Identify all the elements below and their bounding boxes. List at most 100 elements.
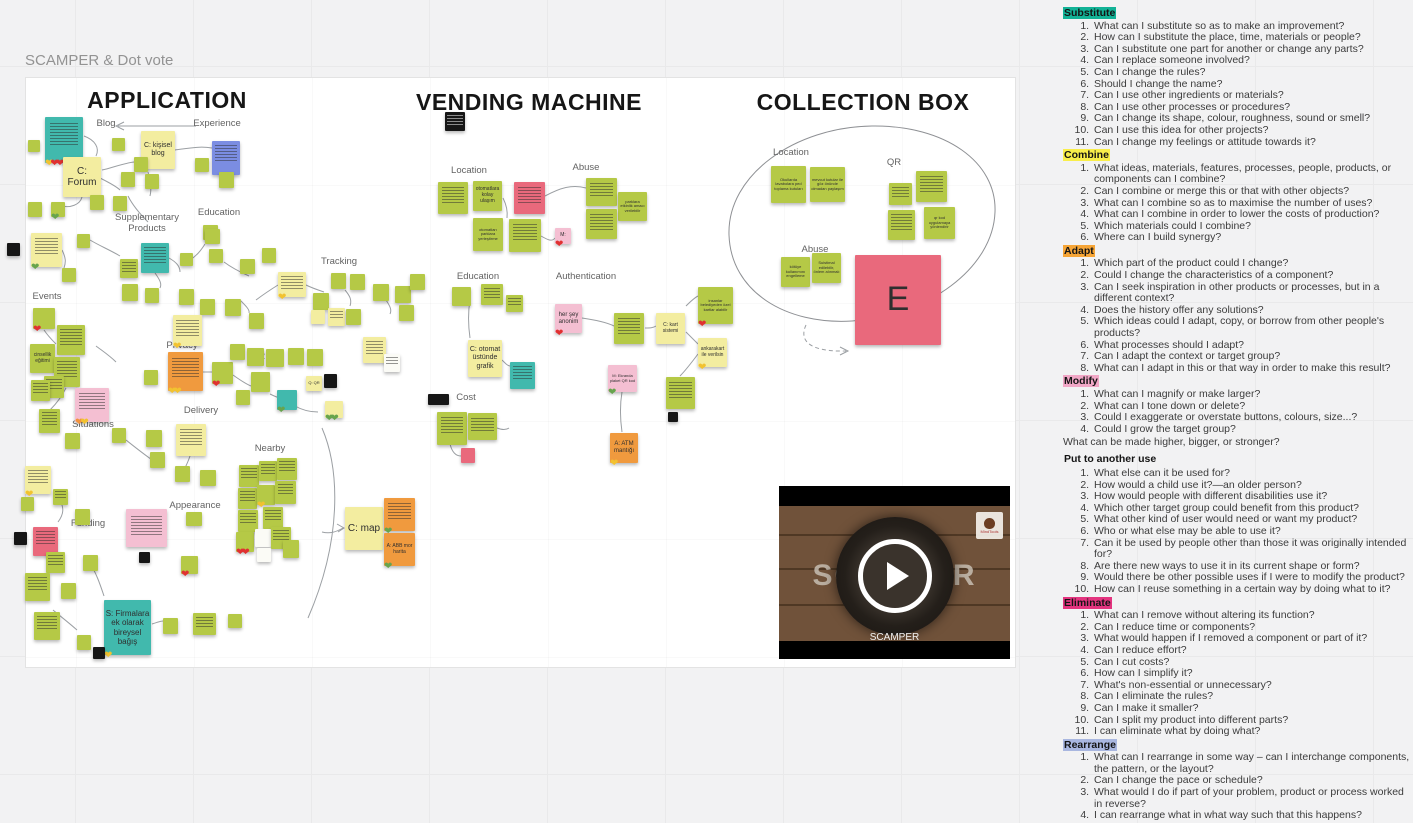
sticky-note[interactable] (113, 196, 127, 211)
cluster-label[interactable]: Experience (193, 118, 241, 129)
sticky-note[interactable] (46, 552, 65, 573)
sticky-note[interactable] (93, 647, 105, 659)
sticky-note[interactable]: C: kart sistemi (656, 313, 685, 344)
sticky-note[interactable] (247, 348, 264, 366)
sticky-note[interactable]: ❤ (25, 466, 51, 500)
sticky-note[interactable]: C: map (345, 507, 383, 550)
sticky-note[interactable] (200, 299, 215, 315)
sticky-note[interactable] (313, 293, 329, 310)
sticky-note[interactable] (75, 509, 90, 525)
sticky-note[interactable]: otomatlara kolay ulaşım (473, 181, 502, 211)
sticky-note[interactable] (126, 509, 167, 547)
sticky-note[interactable]: S: Firmalara ek olarak bireysel bağış❤ (104, 600, 151, 661)
sticky-note[interactable] (219, 172, 234, 188)
sticky-note[interactable]: M:❤ (555, 228, 571, 250)
sticky-note[interactable] (61, 583, 76, 599)
cluster-label[interactable]: Situations (72, 419, 114, 430)
sticky-note[interactable] (437, 412, 467, 445)
sticky-note[interactable]: ❤ (33, 308, 55, 335)
sticky-note[interactable]: ❤❤ (75, 388, 109, 428)
sticky-note[interactable] (175, 466, 190, 482)
sticky-note[interactable] (410, 274, 425, 290)
sticky-note[interactable]: ❤ (31, 233, 62, 273)
sticky-note[interactable]: ❤ (173, 315, 202, 352)
sticky-note[interactable]: ❤ (51, 202, 65, 223)
sticky-note[interactable] (668, 412, 678, 422)
cluster-label[interactable]: Location (773, 147, 809, 158)
sticky-note[interactable]: Okullarda lavabolara ped toplama kutular… (771, 166, 806, 203)
sticky-note[interactable] (186, 512, 202, 526)
sticky-note[interactable] (509, 219, 541, 252)
sticky-note[interactable]: parklara etkinlik amacı verilebilir (618, 192, 647, 221)
sticky-note[interactable] (395, 286, 411, 303)
sticky-note[interactable] (112, 428, 126, 443)
sticky-note[interactable] (122, 284, 138, 301)
sticky-note[interactable] (506, 295, 523, 312)
sticky-note[interactable] (438, 182, 468, 214)
sticky-note[interactable] (510, 362, 535, 389)
sticky-note[interactable]: ❤❤❤ (45, 117, 83, 169)
sticky-note[interactable] (514, 182, 545, 214)
sticky-note[interactable]: insanlar belediyeden özel kartlar alabil… (698, 287, 733, 330)
sticky-note[interactable] (33, 527, 58, 556)
sticky-note[interactable] (384, 354, 400, 372)
sticky-note[interactable] (28, 202, 42, 217)
sticky-note[interactable] (307, 349, 323, 366)
sticky-note[interactable] (83, 555, 98, 571)
sticky-note[interactable] (266, 349, 284, 367)
cluster-label[interactable]: Abuse (801, 244, 829, 255)
sticky-note[interactable]: E (855, 255, 941, 345)
sticky-note[interactable] (428, 394, 449, 405)
sticky-note[interactable] (251, 372, 270, 392)
sticky-note[interactable] (888, 210, 915, 240)
sticky-note[interactable]: ❤❤ (325, 401, 343, 424)
frame-section-title[interactable]: COLLECTION BOX (756, 89, 970, 115)
sticky-note[interactable]: C: otomat üstünde grafik (468, 340, 502, 377)
sticky-note[interactable]: Suistimal edilebilir, önlem alınmalı (812, 253, 841, 283)
cluster-label[interactable]: Education (197, 207, 241, 218)
sticky-note[interactable] (193, 613, 216, 635)
frame-section-title[interactable]: APPLICATION (87, 87, 247, 113)
sticky-note[interactable] (373, 284, 389, 301)
sticky-note[interactable] (205, 229, 220, 244)
sticky-note[interactable] (34, 612, 60, 640)
video-player[interactable]: SCAMPER MindTools SCAMPER YouTube (779, 486, 1010, 659)
sticky-note[interactable] (121, 172, 135, 187)
sticky-note[interactable] (916, 171, 947, 202)
sticky-note[interactable] (195, 158, 209, 172)
sticky-note[interactable] (263, 507, 283, 529)
sticky-note[interactable] (277, 458, 297, 480)
sticky-note[interactable] (134, 157, 148, 172)
sticky-note[interactable] (324, 374, 337, 388)
cluster-label[interactable]: Nearby (254, 443, 286, 454)
sticky-note[interactable] (141, 243, 169, 273)
sticky-note[interactable]: her şey anonim❤ (555, 304, 582, 339)
cluster-label[interactable]: Cost (456, 392, 476, 403)
sticky-note[interactable] (259, 461, 277, 481)
sticky-note[interactable] (145, 288, 159, 303)
sticky-note[interactable] (145, 174, 159, 189)
sticky-note[interactable] (262, 248, 276, 263)
cluster-label[interactable]: Blog (96, 118, 116, 129)
sticky-note[interactable]: Q: QR (306, 376, 322, 391)
cluster-label[interactable]: Tracking (320, 256, 358, 267)
sticky-note[interactable]: ❤❤ (236, 532, 254, 558)
sticky-note[interactable] (288, 348, 304, 365)
play-button[interactable] (857, 539, 932, 613)
sticky-note[interactable] (275, 481, 296, 504)
sticky-note[interactable] (481, 284, 503, 305)
sticky-note[interactable] (399, 305, 414, 321)
sticky-note[interactable] (14, 532, 27, 545)
sticky-note[interactable]: ❤ (257, 485, 275, 511)
sticky-note[interactable] (144, 370, 158, 385)
sticky-note[interactable] (90, 195, 104, 210)
sticky-note[interactable]: kötüye kullanımını engelleme (781, 257, 810, 287)
sticky-note[interactable] (331, 273, 346, 289)
sticky-note[interactable] (230, 344, 245, 360)
sticky-note[interactable] (225, 299, 241, 316)
sticky-note[interactable] (139, 552, 150, 563)
sticky-note[interactable] (176, 424, 206, 456)
cluster-label[interactable]: Authentication (555, 271, 617, 282)
sticky-note[interactable] (209, 249, 223, 263)
sticky-note[interactable]: ❤ (278, 272, 306, 303)
